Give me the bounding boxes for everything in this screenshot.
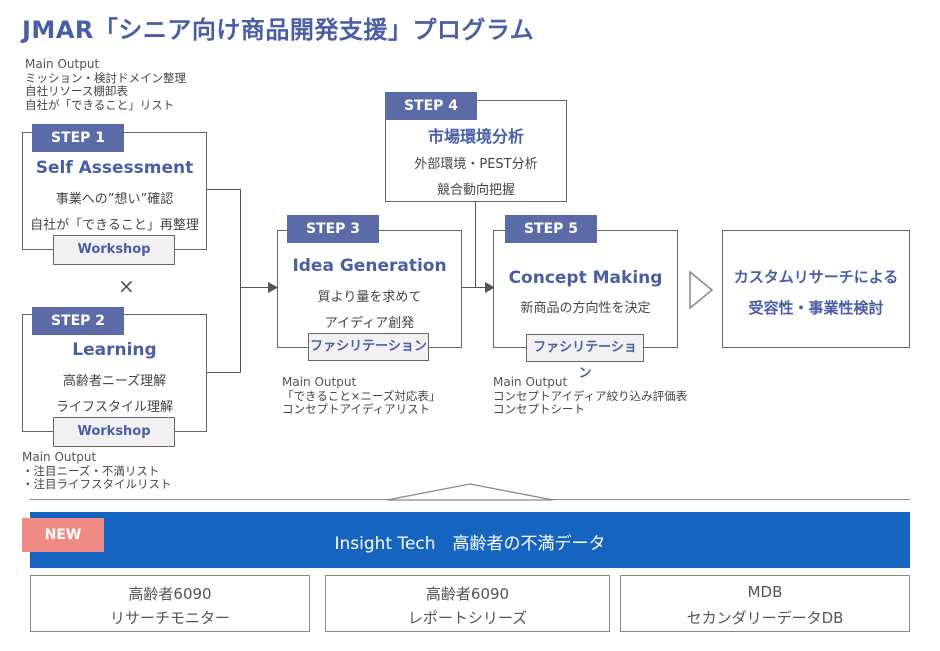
step1-output-item: ミッション・検討ドメイン整理 xyxy=(25,70,186,85)
step1-label: STEP 1 xyxy=(32,124,124,152)
step4-line: 競合動向把握 xyxy=(436,183,515,198)
step4-title: 市場環境分析 xyxy=(427,127,524,146)
data-source-box: MDB セカンダリーデータDB xyxy=(620,575,910,632)
step4-line: 外部環境・PEST分析 xyxy=(414,157,538,172)
step3-label: STEP 3 xyxy=(287,215,379,243)
data-source-subtitle: セカンダリーデータDB xyxy=(686,609,844,627)
step3-facilitation-pill: ファシリテーション xyxy=(308,333,429,361)
final-line: 受容性・事業性検討 xyxy=(748,299,884,317)
step2-label: STEP 2 xyxy=(32,307,124,335)
data-source-box: 高齢者6090 レポートシリーズ xyxy=(325,575,610,632)
step1-line: 事業への”想い”確認 xyxy=(55,192,174,207)
step3-box: Idea Generation 質より量を求めて アイディア創発 xyxy=(277,230,462,348)
cross-symbol: × xyxy=(118,274,135,298)
step1-output-item: 自社が「できること」リスト xyxy=(25,97,175,112)
step4-label: STEP 4 xyxy=(385,92,477,120)
custom-research-box: カスタムリサーチによる 受容性・事業性検討 xyxy=(722,230,910,348)
step3-output-item: コンセプトアイディアリスト xyxy=(282,402,431,416)
data-source-title: 高齢者6090 xyxy=(425,585,510,603)
connector-line xyxy=(207,189,241,191)
step1-output-note: Main Output ミッション・検討ドメイン整理 自社リソース棚卸表 自社が… xyxy=(25,57,186,112)
step2-output-item: ・注目ニーズ・不満リスト xyxy=(22,463,160,478)
data-source-title: MDB xyxy=(747,583,783,601)
arrow-head-icon xyxy=(485,282,495,293)
chevron-right-icon xyxy=(689,270,714,310)
banner-text: Insight Tech 高齢者の不満データ xyxy=(334,534,606,554)
step5-output-head: Main Output xyxy=(493,375,568,389)
step1-workshop-pill: Workshop xyxy=(53,235,175,265)
final-line: カスタムリサーチによる xyxy=(733,268,899,286)
step5-title: Concept Making xyxy=(508,268,663,288)
new-badge: NEW xyxy=(22,518,104,552)
step1-title: Self Assessment xyxy=(35,158,194,178)
step2-workshop-pill: Workshop xyxy=(53,417,175,447)
step3-title: Idea Generation xyxy=(292,256,447,276)
connector-line xyxy=(240,189,242,373)
step5-output-note: Main Output コンセプトアイディア絞り込み評価表 コンセプトシート xyxy=(493,375,688,417)
arrow-head-icon xyxy=(268,282,278,293)
data-source-subtitle: レポートシリーズ xyxy=(407,609,528,627)
triangle-pointer-icon xyxy=(386,483,554,501)
data-source-box: 高齢者6090 リサーチモニター xyxy=(30,575,310,632)
step2-output-note: Main Output ・注目ニーズ・不満リスト ・注目ライフスタイルリスト xyxy=(22,450,172,492)
step3-line: アイディア創発 xyxy=(324,316,415,331)
step5-line: 新商品の方向性を決定 xyxy=(520,301,651,316)
step3-output-item: 「できること×ニーズ対応表」 xyxy=(282,388,441,403)
step2-output-head: Main Output xyxy=(22,450,97,464)
step5-output-item: コンセプトアイディア絞り込み評価表 xyxy=(493,388,688,403)
insight-tech-banner: Insight Tech 高齢者の不満データ xyxy=(30,512,910,568)
step3-output-head: Main Output xyxy=(282,375,357,389)
connector-line xyxy=(207,372,241,374)
data-source-subtitle: リサーチモニター xyxy=(109,609,230,627)
step3-line: 質より量を求めて xyxy=(317,290,422,305)
step5-label: STEP 5 xyxy=(505,215,597,243)
step5-box: Concept Making 新商品の方向性を決定 xyxy=(493,230,678,348)
step5-facilitation-pill: ファシリテーション xyxy=(526,334,644,381)
step1-output-head: Main Output xyxy=(25,57,100,71)
step3-output-note: Main Output 「できること×ニーズ対応表」 コンセプトアイディアリスト xyxy=(282,375,441,417)
connector-line xyxy=(475,202,477,288)
page-title: JMAR「シニア向け商品開発支援」プログラム xyxy=(22,16,535,44)
step5-output-item: コンセプトシート xyxy=(493,402,585,416)
step1-line: 自社が「できること」再整理 xyxy=(30,218,199,233)
step1-output-item: 自社リソース棚卸表 xyxy=(25,84,128,98)
connector-line xyxy=(240,287,272,289)
step2-output-item: ・注目ライフスタイルリスト xyxy=(22,477,172,491)
step2-title: Learning xyxy=(72,340,157,360)
data-source-title: 高齢者6090 xyxy=(128,585,212,603)
step2-line: 高齢者ニーズ理解 xyxy=(62,374,167,389)
step2-line: ライフスタイル理解 xyxy=(55,400,173,415)
